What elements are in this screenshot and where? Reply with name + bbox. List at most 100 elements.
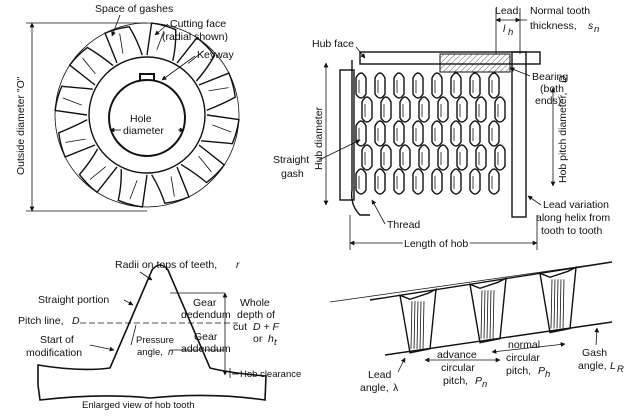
thread-tooth [475, 144, 487, 171]
helix-shade [422, 301, 425, 349]
tooth-face-line [208, 87, 229, 92]
radii-leader [139, 271, 153, 281]
helix-shade [492, 290, 495, 339]
thread-tooth [412, 168, 424, 195]
bearing-label-1: Bearing [532, 71, 568, 83]
normal-symbol: P [538, 365, 545, 377]
cutter-bore [108, 79, 186, 157]
thread-tooth [380, 96, 392, 123]
thread-tooth [450, 168, 462, 195]
normal-subscript: h [545, 369, 550, 380]
cutter-tooth [104, 26, 143, 64]
hob-clearance-label: Hob clearance [240, 369, 301, 380]
helix-tooth [399, 288, 437, 354]
helix-shade [486, 290, 489, 339]
thread-tooth [361, 96, 373, 123]
thread-tooth [393, 120, 405, 147]
tooth-face-line [89, 166, 107, 180]
helix-shade [553, 279, 556, 329]
thread-tooth [456, 144, 468, 171]
thread-tooth [437, 144, 449, 171]
tooth-face-line [119, 33, 124, 54]
pressure-label-2: angle, [137, 347, 163, 358]
tooth-face-line [156, 30, 165, 50]
cutter-tooth [78, 148, 118, 194]
thread-tooth [393, 168, 405, 195]
thread-tooth [355, 168, 367, 195]
hole-diameter-label-1: Hole [130, 113, 152, 125]
thread-tooth [418, 144, 430, 171]
cutter-teeth [54, 22, 240, 208]
normal-tooth-label-2: thickness, [530, 20, 577, 32]
advance-symbol: P [475, 375, 482, 387]
thread-tooth [450, 120, 462, 147]
helix-shade [489, 290, 492, 339]
hob-threads [355, 72, 506, 195]
hob-left-hub [339, 69, 355, 201]
gash-label-1: Gash [582, 347, 607, 359]
lead-symbol: l [503, 23, 506, 35]
tooth-face-line [65, 138, 86, 143]
lead-angle-leader [397, 357, 406, 373]
thread-tooth [361, 144, 373, 171]
normal-tooth-symbol: s [588, 20, 594, 32]
lead-subscript: h [508, 27, 513, 38]
lead-variation-label-3: tooth to tooth [541, 225, 602, 237]
thread-tooth [355, 72, 367, 99]
normal-label-2: circular [506, 352, 540, 364]
space-of-gashes-leader [111, 14, 121, 37]
thread-tooth [412, 72, 424, 99]
tooth-face-line [212, 124, 232, 133]
hob-tooth-view: Radii on tops of teeth, r Straight porti… [18, 259, 301, 411]
straight-gash-label-1: Straight [273, 154, 309, 166]
hub-face-leader [355, 46, 366, 59]
thread-tooth [469, 168, 481, 195]
gash-label-2: angle, [578, 360, 607, 372]
start-mod-label-2: modification [26, 347, 82, 359]
start-mod-label-1: Start of [40, 334, 74, 346]
cutter-tooth [201, 114, 240, 145]
helix-teeth [399, 266, 577, 354]
whole-depth-subscript: t [274, 337, 277, 348]
hub-diameter-label: Hub diameter [313, 106, 325, 170]
lead-angle-symbol: λ [393, 382, 399, 394]
tooth-face-line [82, 57, 96, 75]
straight-portion-label: Straight portion [38, 294, 109, 306]
lead-angle-label-2: angle, [360, 382, 389, 394]
helix-axis-line [329, 261, 613, 303]
thread-tooth [494, 144, 506, 171]
start-mod-leader [89, 344, 115, 352]
thread-tooth [469, 72, 481, 99]
thread-tooth [456, 96, 468, 123]
bearing-hatch [439, 53, 511, 73]
helix-view: Lead angle, λ advance circular pitch, P … [329, 261, 624, 394]
thread-tooth [393, 72, 405, 99]
pressure-label-1: Pressure [136, 335, 174, 346]
cutter-face-view: Space of gashes Cutting face (radial sho… [15, 3, 240, 212]
gear-dedendum-label-2: dedendum [181, 309, 231, 321]
keyway-leader [161, 55, 196, 81]
tooth-face-line [129, 180, 138, 200]
cutting-face-leader [154, 23, 169, 36]
keyway-label: Keyway [197, 49, 235, 61]
hob-side-view: Lead, l h Normal tooth thickness, s n Hu… [273, 5, 610, 252]
helix-shade [480, 290, 483, 339]
cutter-body-ring [88, 56, 206, 174]
tooth-face-line [198, 155, 212, 173]
whole-depth-label-3: cut [233, 321, 247, 333]
cutter-tooth [68, 46, 114, 86]
helix-shade [556, 279, 559, 329]
normal-label-3: pitch, [506, 365, 531, 377]
gear-addendum-label-2: addendum [181, 343, 231, 355]
hob-pitch-diameter-label: Hob pitch diameter, [557, 93, 569, 183]
cutter-tooth [117, 169, 148, 208]
advance-subscript: n [482, 379, 487, 390]
whole-depth-label-5: or [253, 333, 263, 345]
thread-tooth [374, 72, 386, 99]
normal-tooth-subscript: n [594, 24, 599, 35]
helix-shade [419, 301, 422, 349]
straight-gash-leader [318, 139, 361, 161]
tooth-face-line [62, 97, 82, 106]
cutter-tooth [176, 36, 216, 82]
